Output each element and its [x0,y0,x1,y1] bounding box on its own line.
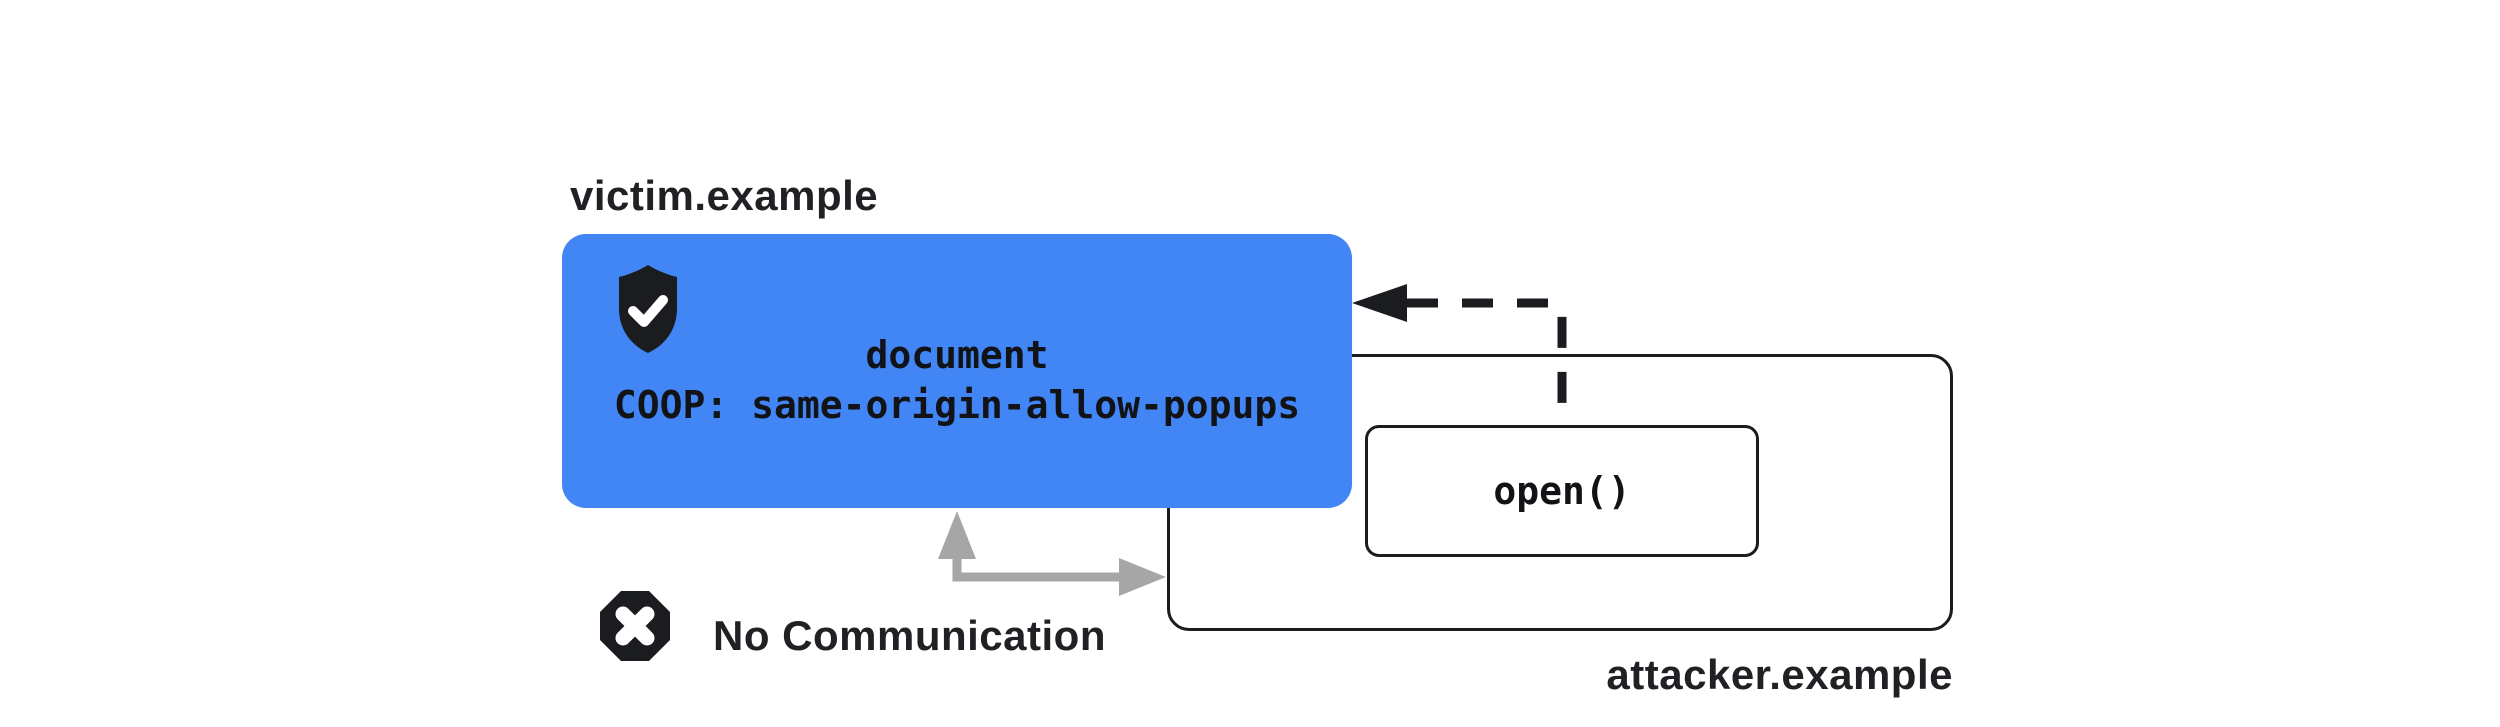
no-communication-arrowhead-up [938,511,976,559]
document-label: document [865,333,1049,377]
no-communication-arrowhead-right [1119,558,1166,596]
shield-check-icon [619,265,677,353]
blocked-x-icon [600,591,670,661]
no-communication-arrow [952,553,1122,582]
open-call-label: open() [1493,469,1631,513]
no-communication-label: No Communication [713,612,1106,659]
popup-opener-arrowhead [1352,284,1407,322]
attacker-origin-label: attacker.example [1606,651,1953,698]
coop-header-value: COOP: same-origin-allow-popups [613,383,1301,427]
victim-origin-label: victim.example [570,172,879,219]
open-call-box: open() [1365,425,1759,557]
